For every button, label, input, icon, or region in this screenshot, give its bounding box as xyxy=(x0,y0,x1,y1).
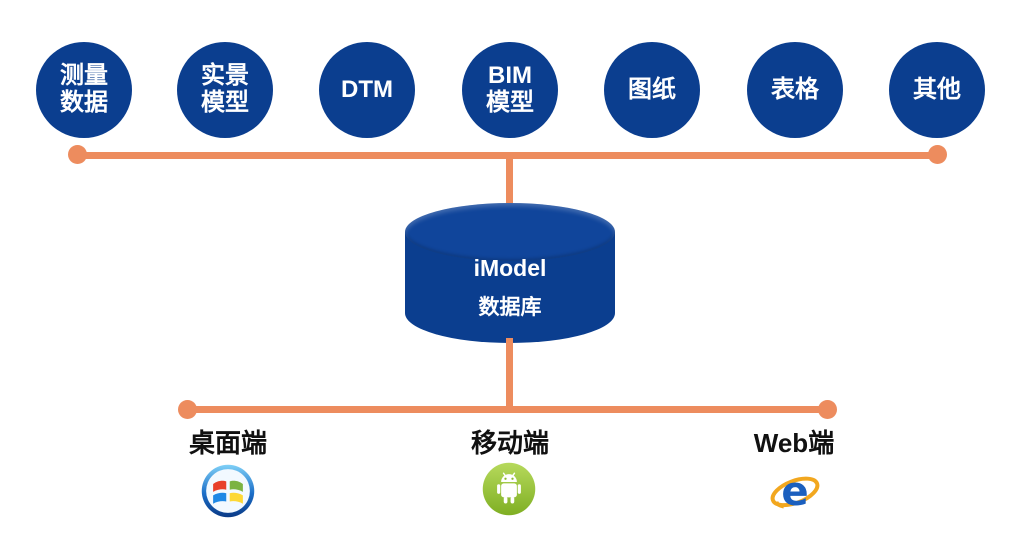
database-subtitle: 数据库 xyxy=(478,296,542,319)
bottom-connector-right-dot xyxy=(818,400,837,419)
database-to-clients-connector xyxy=(506,338,513,410)
source-node-tables: 表格 xyxy=(747,42,843,138)
client-label-web: Web端 xyxy=(753,428,835,458)
windows-icon xyxy=(200,463,256,519)
source-node-label: 表格 xyxy=(771,75,819,103)
source-node-label: 其他 xyxy=(913,75,961,103)
source-node-bim-model: BIM 模型 xyxy=(462,42,558,138)
source-node-reality-model: 实景 模型 xyxy=(177,42,273,138)
client-label-mobile: 移动端 xyxy=(470,428,549,458)
source-node-drawings: 图纸 xyxy=(604,42,700,138)
top-to-database-connector xyxy=(506,152,513,208)
database-cylinder: iModel 数据库 xyxy=(405,203,615,343)
bottom-connector-line xyxy=(188,406,828,413)
svg-text:e: e xyxy=(781,469,808,515)
source-node-label: 测量 数据 xyxy=(60,62,108,116)
source-node-label: 实景 模型 xyxy=(201,62,249,116)
database-name: iModel xyxy=(473,255,547,281)
source-node-dtm: DTM xyxy=(319,42,415,138)
database-cylinder-top xyxy=(405,203,615,261)
source-node-label: 图纸 xyxy=(628,75,676,103)
bottom-connector-left-dot xyxy=(178,400,197,419)
top-connector-left-dot xyxy=(68,145,87,164)
source-node-others: 其他 xyxy=(889,42,985,138)
source-node-label: BIM 模型 xyxy=(486,62,534,116)
client-label-desktop: 桌面端 xyxy=(188,428,267,458)
source-node-label: DTM xyxy=(341,75,393,103)
top-connector-right-dot xyxy=(928,145,947,164)
ie-icon: e xyxy=(767,463,823,519)
android-icon xyxy=(481,461,537,517)
source-node-survey-data: 测量 数据 xyxy=(36,42,132,138)
